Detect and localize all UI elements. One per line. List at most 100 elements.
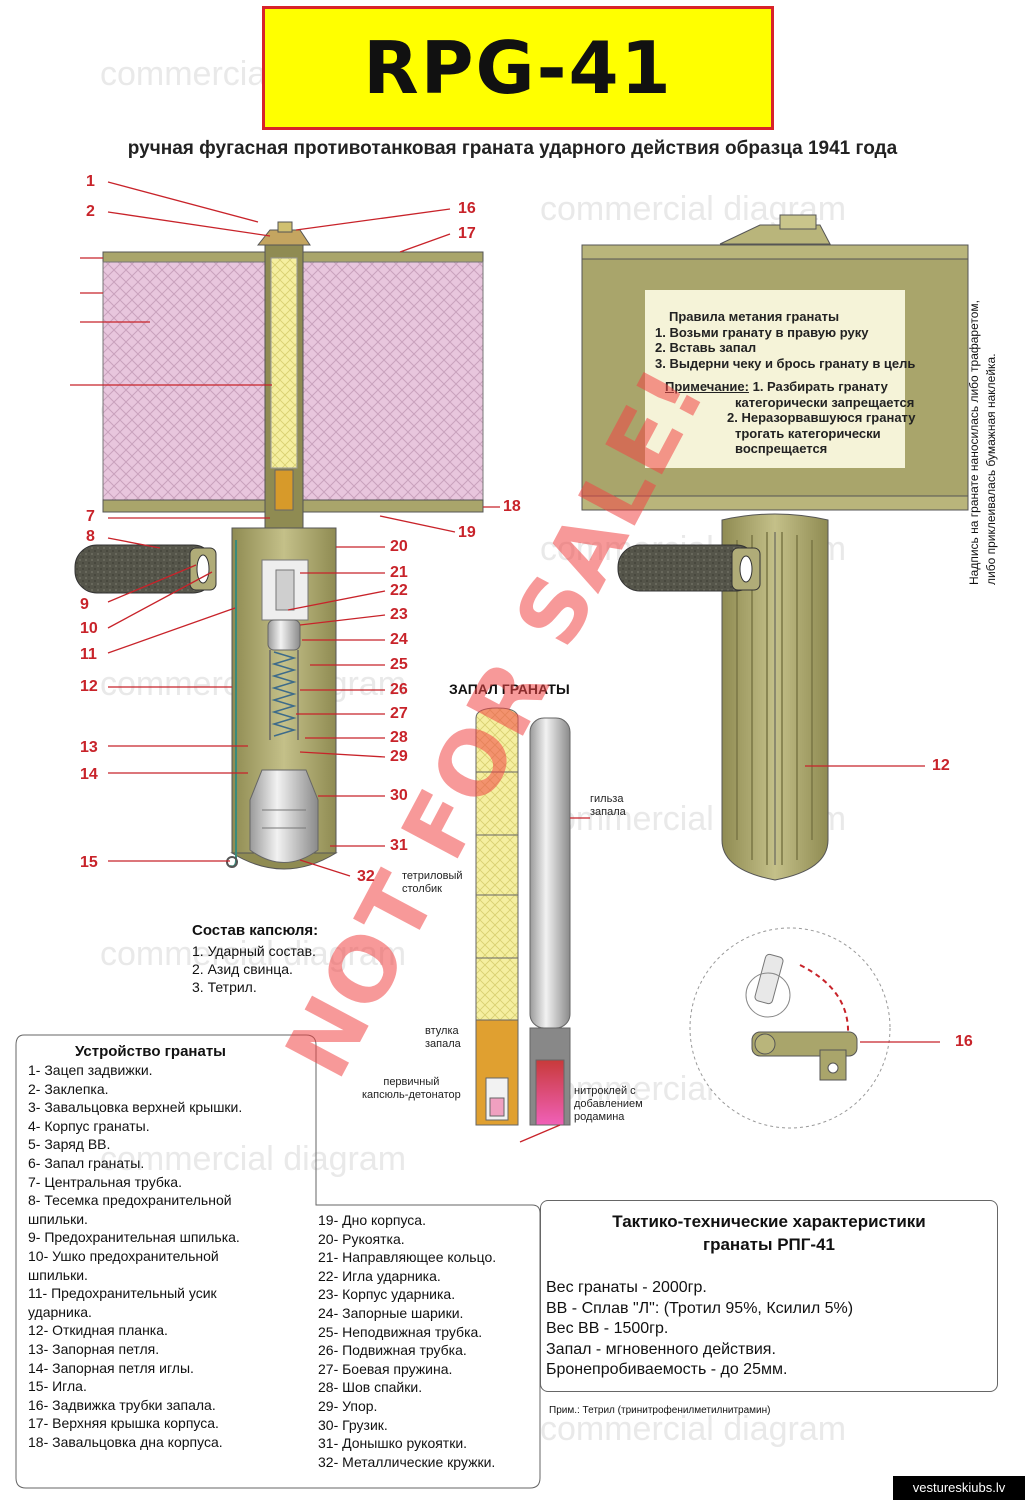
- nitro-glue: [535, 1059, 565, 1126]
- device-item: 9- Предохранительная шпилька.: [28, 1229, 240, 1246]
- label-kapsul: первичный капсюль-детонатор: [362, 1076, 461, 1101]
- callout-11: 11: [80, 646, 97, 663]
- callout-7: 7: [86, 508, 95, 525]
- callout-21: 21: [390, 564, 408, 581]
- watermark: commercial diagram: [100, 935, 407, 973]
- striker-body: [267, 619, 301, 651]
- fuse-in-tube: [270, 257, 298, 469]
- callout-16: 16: [458, 200, 476, 217]
- device-item: шпильки.: [28, 1210, 88, 1227]
- device-item: 17- Верхняя крышка корпуса.: [28, 1415, 219, 1432]
- label-tetril: тетриловый столбик: [402, 870, 463, 895]
- device-item: 12- Откидная планка.: [28, 1322, 168, 1339]
- capsule-item: 1. Ударный состав.: [192, 943, 316, 959]
- callout-19: 19: [458, 524, 476, 541]
- device-item: 18- Завальцовка дна корпуса.: [28, 1433, 223, 1450]
- label-gilza: гильза запала: [590, 793, 626, 818]
- device-item: 11- Предохранительный усик: [28, 1285, 217, 1302]
- capsule-item: 2. Азид свинца.: [192, 961, 293, 977]
- callout-18: 18: [503, 498, 521, 515]
- latch-detail: [689, 927, 891, 1129]
- callout-16-detail: 16: [955, 1033, 973, 1050]
- callout-28: 28: [390, 729, 408, 746]
- device-item: 28- Шов спайки.: [318, 1379, 423, 1396]
- callout-15: 15: [80, 854, 98, 871]
- device-item: 23- Корпус ударника.: [318, 1286, 456, 1303]
- callout-22: 22: [390, 582, 408, 599]
- device-item: 2- Заклепка.: [28, 1080, 109, 1097]
- specs-note: Прим.: Тетрил (тринитрофенилметилнитрами…: [549, 1405, 771, 1416]
- capsule-title: Состав капсюля:: [192, 922, 319, 939]
- leader-lines: [70, 181, 940, 1143]
- device-item: 30- Грузик.: [318, 1416, 388, 1433]
- device-item: 13- Запорная петля.: [28, 1340, 160, 1357]
- site-badge[interactable]: vestureskiubs.lv: [893, 1476, 1025, 1500]
- device-item: 22- Игла ударника.: [318, 1267, 441, 1284]
- device-item: 32- Металлические кружки.: [318, 1453, 496, 1470]
- callout-20: 20: [390, 538, 408, 555]
- device-item: ударника.: [28, 1303, 92, 1320]
- section-view: [74, 221, 484, 870]
- spec-item: Вес ВВ - 1500гр.: [546, 1320, 669, 1337]
- callout-10: 10: [80, 620, 98, 637]
- device-title: Устройство гранаты: [75, 1043, 226, 1060]
- spec-item: Бронепробиваемость - до 25мм.: [546, 1361, 788, 1378]
- title-banner: RPG-41: [262, 6, 774, 130]
- instruction-plate: [645, 290, 905, 468]
- device-list-1: 1- Зацеп задвижки. 2- Заклепка. 3- Завал…: [28, 1061, 242, 1451]
- callout-1: 1: [86, 173, 95, 190]
- device-item: 31- Донышко рукоятки.: [318, 1435, 468, 1452]
- callout-12: 12: [80, 678, 98, 695]
- note-2c: воспрещается: [735, 441, 828, 456]
- callout-8: 8: [86, 528, 95, 545]
- device-item: 27- Боевая пружина.: [318, 1360, 453, 1377]
- watermark: commercial diagram: [100, 1140, 407, 1178]
- callout-17: 17: [458, 225, 476, 242]
- callout-29: 29: [390, 748, 408, 765]
- callout-14: 14: [80, 766, 98, 783]
- device-item: 29- Упор.: [318, 1397, 378, 1414]
- note-label: Примечание:: [665, 379, 749, 394]
- fuse-heading: ЗАПАЛ ГРАНАТЫ: [449, 681, 570, 697]
- device-item: 14- Запорная петля иглы.: [28, 1359, 194, 1376]
- specs-title: Тактико-технические характеристики грана…: [540, 1210, 998, 1256]
- callout-25: 25: [390, 656, 408, 673]
- instruction-text: Правила метания гранаты 1. Возьми гранат…: [655, 309, 915, 457]
- spec-item: Запал - мгновенного действия.: [546, 1340, 776, 1358]
- specs-list: Вес гранаты - 2000гр. ВВ - Сплав "Л": (Т…: [546, 1278, 853, 1381]
- device-item: 24- Запорные шарики.: [318, 1304, 464, 1321]
- callout-9: 9: [80, 596, 89, 613]
- page-subtitle: ручная фугасная противотанковая граната …: [127, 138, 898, 159]
- device-item: 4- Корпус гранаты.: [28, 1117, 150, 1134]
- page-title: RPG-41: [363, 26, 673, 110]
- note-1b: категорически запрещается: [735, 394, 915, 410]
- device-list-2: 19- Дно корпуса. 20- Рукоятка. 21- Напра…: [318, 1211, 496, 1471]
- instruction-title: Правила метания гранаты: [669, 309, 840, 324]
- callout-31: 31: [390, 837, 408, 854]
- device-item: 20- Рукоятка.: [318, 1230, 405, 1247]
- tetryl-column: [475, 707, 519, 1021]
- specs-title-line-2: гранаты РПГ-41: [703, 1235, 835, 1254]
- watermark: commercial diagram: [540, 1410, 847, 1448]
- capsule-list: 1. Ударный состав. 2. Азид свинца. 3. Те…: [192, 942, 316, 996]
- callout-13: 13: [80, 739, 98, 756]
- note-1: 1. Разбирать гранату: [748, 379, 888, 394]
- device-item: 8- Тесемка предохранительной: [28, 1192, 232, 1209]
- device-item: 15- Игла.: [28, 1378, 87, 1395]
- spring: [271, 651, 297, 737]
- device-item: 6- Запал гранаты.: [28, 1154, 145, 1171]
- capsule-item: 3. Тетрил.: [192, 979, 257, 995]
- callout-26: 26: [390, 681, 408, 698]
- callout-2: 2: [86, 203, 95, 220]
- device-item: 10- Ушко предохранительной: [28, 1247, 219, 1264]
- callout-24: 24: [390, 631, 408, 648]
- device-item: 19- Дно корпуса.: [318, 1212, 426, 1228]
- callout-23: 23: [390, 606, 408, 623]
- weight: [249, 769, 319, 863]
- device-item: 1- Зацеп задвижки.: [28, 1062, 153, 1078]
- device-item: 3- Завальцовка верхней крышки.: [28, 1099, 243, 1116]
- fuse-bushing: [274, 469, 294, 511]
- device-item: шпильки.: [28, 1266, 88, 1283]
- instruction-item: 1. Возьми гранату в правую руку: [655, 324, 869, 340]
